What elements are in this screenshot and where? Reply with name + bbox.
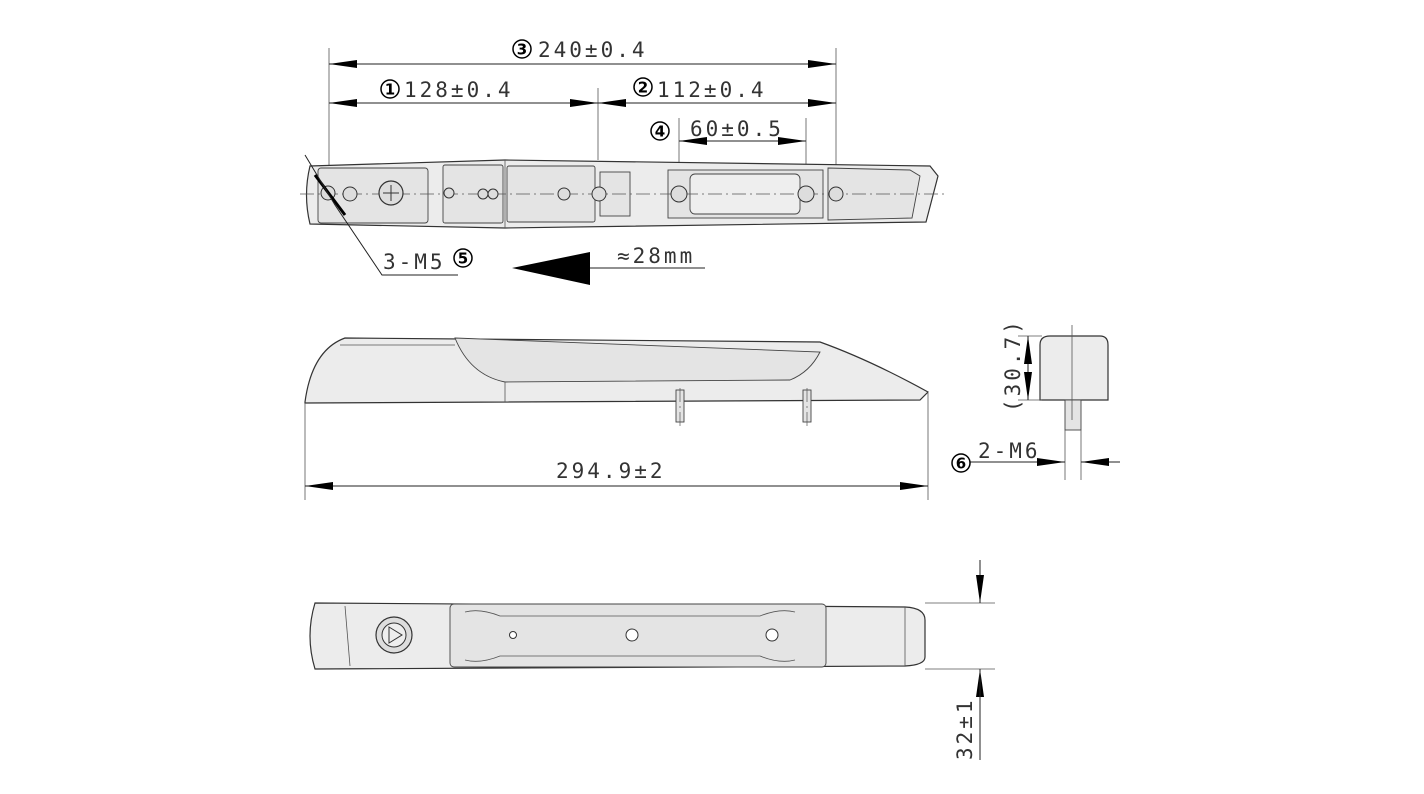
svg-text:3-M5: 3-M5: [383, 250, 446, 274]
overall-length-text: 294.9±2: [556, 459, 666, 483]
callout-3: [512, 39, 532, 59]
svg-text:≈28mm: ≈28mm: [617, 244, 695, 268]
svg-text:5: 5: [458, 250, 468, 268]
end-view: (30.7) 6 2-M6: [951, 318, 1120, 480]
callout-1: [380, 79, 400, 99]
bottom-view: 32±1: [309, 560, 995, 760]
dim-right-text: 112±0.4: [657, 78, 767, 102]
side-view: 294.9±2: [304, 337, 929, 500]
callout-6: [951, 453, 971, 473]
travel-arrow: ≈28mm: [512, 244, 705, 285]
height-text: (30.7): [1001, 318, 1025, 412]
svg-text:6: 6: [956, 455, 966, 473]
width-text: 32±1: [953, 697, 977, 760]
callout-5: [453, 248, 473, 268]
svg-text:4: 4: [655, 123, 665, 141]
screw-heads: [320, 180, 844, 206]
svg-text:1: 1: [385, 81, 395, 99]
stud-spec-text: 2-M6: [978, 439, 1041, 463]
dimension-mount-spacing: 4 60±0.5: [650, 117, 806, 145]
dim-mount-text: 60±0.5: [690, 117, 784, 141]
callout-4: [650, 121, 670, 141]
screw-spec-label: 3-M5 5: [304, 154, 473, 276]
callout-2: [633, 77, 653, 97]
dim-total-text: 240±0.4: [538, 38, 648, 62]
dimension-right: 2 112±0.4: [598, 77, 836, 107]
dimension-total-length: 3 240±0.4: [329, 38, 836, 68]
svg-text:2: 2: [638, 79, 648, 97]
dimension-left: 1 128±0.4: [329, 78, 598, 107]
svg-text:3: 3: [517, 41, 527, 59]
lock-button-icon: [375, 616, 413, 654]
dim-left-text: 128±0.4: [404, 78, 514, 102]
top-view: 3 240±0.4 1 128±0.4 2 112±0.4 4 60±0.5: [300, 38, 945, 285]
